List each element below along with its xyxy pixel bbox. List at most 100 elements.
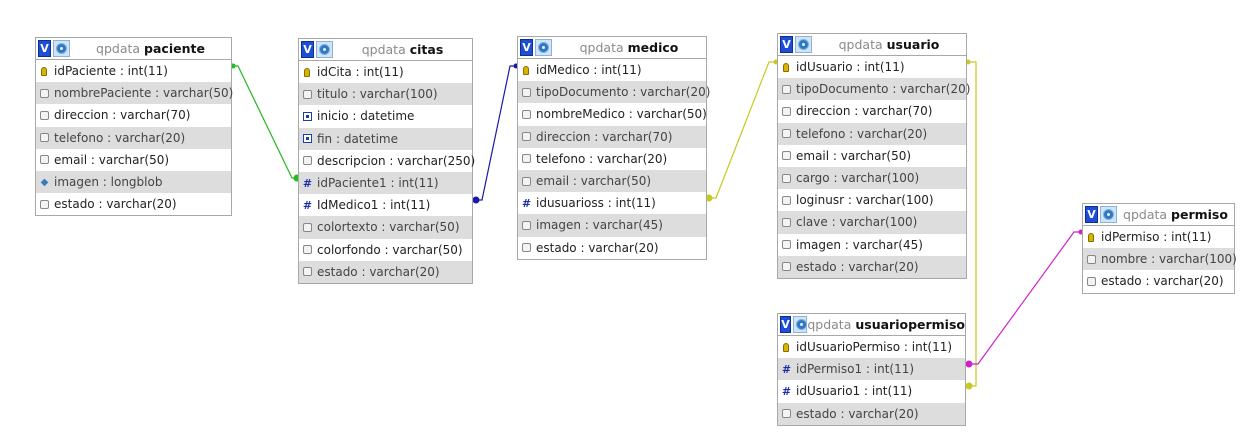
column-row[interactable]: idPaciente : int(11) [36,60,231,82]
column-row[interactable]: estado : varchar(20) [778,402,965,425]
column-label: fin : datetime [317,131,399,146]
link-endpoint [472,196,480,204]
column-row[interactable]: #idPermiso1 : int(11) [778,358,965,381]
column-label: idPaciente : int(11) [54,64,168,79]
column-row[interactable]: #IdMedico1 : int(11) [299,194,472,216]
column-icon [782,240,791,250]
toggle-columns-button[interactable]: V [780,316,792,333]
column-row[interactable]: ◆imagen : longblob [36,170,231,194]
column-row[interactable]: direccion : varchar(70) [778,100,966,122]
column-row[interactable]: colorfondo : varchar(50) [299,239,472,261]
column-row[interactable]: email : varchar(50) [778,145,966,167]
column-label: estado : varchar(20) [536,240,659,255]
column-label: idUsuario : int(11) [796,60,905,75]
column-row[interactable]: inicio : datetime [299,105,472,127]
column-row[interactable]: estado : varchar(20) [518,237,706,259]
column-row[interactable]: nombreMedico : varchar(50) [518,103,707,125]
link-endpoint [965,360,973,368]
toggle-columns-button[interactable]: V [38,40,51,57]
column-row[interactable]: tipoDocumento : varchar(20) [518,81,710,104]
foreign-key-icon: # [302,176,313,190]
column-row[interactable]: tipoDocumento : varchar(20) [778,78,970,101]
gear-icon[interactable] [1100,206,1117,223]
gear-icon[interactable] [316,41,333,58]
column-row[interactable]: direccion : varchar(70) [36,104,231,126]
table-title: qpdata permiso [1117,207,1234,222]
column-icon [303,156,312,166]
column-row[interactable]: email : varchar(50) [36,149,231,171]
column-icon [782,129,791,139]
column-icon [303,245,312,255]
column-row[interactable]: idCita : int(11) [299,61,472,83]
column-label: inicio : datetime [317,109,415,124]
gear-icon[interactable] [793,316,808,333]
table-name: paciente [144,41,205,56]
column-row[interactable]: estado : varchar(20) [299,260,472,283]
column-label: estado : varchar(20) [796,406,919,421]
toggle-columns-button[interactable]: V [301,41,314,58]
column-row[interactable]: imagen : varchar(45) [778,234,966,256]
datetime-icon [303,111,312,121]
primary-key-icon [304,67,310,77]
column-row[interactable]: #idPaciente1 : int(11) [299,171,472,195]
gear-icon[interactable] [53,40,70,57]
column-row[interactable]: direccion : varchar(70) [518,125,706,148]
column-row[interactable]: fin : datetime [299,127,472,150]
column-row[interactable]: idPermiso : int(11) [1083,226,1234,248]
column-row[interactable]: nombre : varchar(100) [1083,248,1237,271]
column-row[interactable]: imagen : varchar(45) [518,214,706,237]
column-row[interactable]: loginusr : varchar(100) [778,189,966,211]
toggle-columns-button[interactable]: V [780,36,793,53]
column-row[interactable]: estado : varchar(20) [1083,270,1234,292]
column-icon [40,199,49,209]
column-icon [40,155,49,165]
column-label: idUsuario1 : int(11) [796,384,913,399]
column-row[interactable]: telefono : varchar(20) [778,122,966,145]
column-row[interactable]: estado : varchar(20) [36,193,231,215]
column-row[interactable]: #idusuarioss : int(11) [518,192,706,214]
gear-icon[interactable] [535,39,552,56]
column-label: idMedico : int(11) [536,63,642,78]
column-row[interactable]: colortexto : varchar(50) [299,216,472,239]
column-row[interactable]: descripcion : varchar(250) [299,150,475,172]
column-label: imagen : varchar(45) [536,218,663,233]
table-title: qpdata citas [333,42,472,57]
column-label: colorfondo : varchar(50) [317,242,463,257]
column-icon [303,89,312,99]
column-row[interactable]: cargo : varchar(100) [778,166,966,190]
column-label: estado : varchar(20) [1101,274,1224,289]
column-row[interactable]: clave : varchar(100) [778,211,966,234]
column-row[interactable]: estado : varchar(20) [778,255,966,278]
column-row[interactable]: telefono : varchar(20) [518,148,706,170]
column-row[interactable]: idUsuario : int(11) [778,56,966,78]
column-row[interactable]: idMedico : int(11) [518,59,706,81]
column-row[interactable]: nombrePaciente : varchar(50) [36,82,233,105]
column-row[interactable]: email : varchar(50) [518,169,706,193]
toggle-columns-button[interactable]: V [520,39,533,56]
column-row[interactable]: titulo : varchar(100) [299,83,472,106]
column-label: estado : varchar(20) [54,197,177,212]
column-row[interactable]: telefono : varchar(20) [36,126,231,149]
column-icon [522,132,531,142]
database-name: qpdata [807,317,852,332]
column-row[interactable]: #idUsuario1 : int(11) [778,380,965,402]
column-label: email : varchar(50) [796,148,912,163]
column-row[interactable]: idUsuarioPermiso : int(11) [778,336,965,358]
gear-icon[interactable] [795,36,812,53]
toggle-columns-button[interactable]: V [1085,206,1098,223]
column-icon [522,87,531,97]
column-icon [782,151,791,161]
table-name: medico [627,40,679,55]
